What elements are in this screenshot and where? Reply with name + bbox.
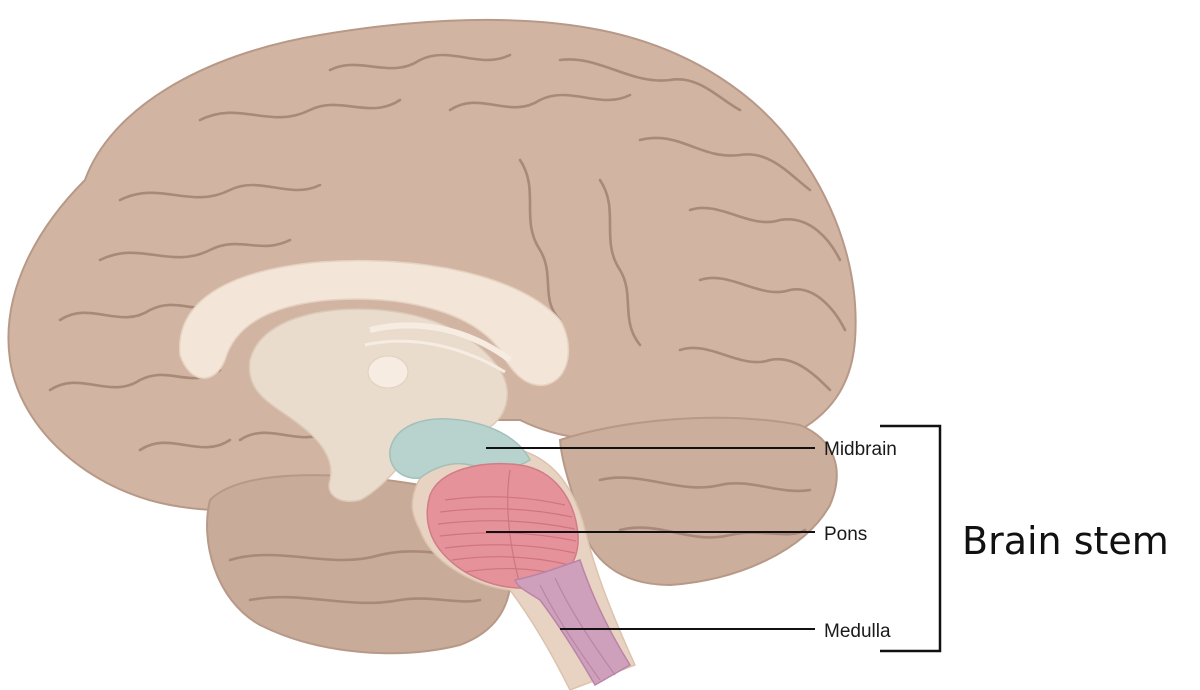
thalamus (367, 355, 409, 389)
fornix-lower (364, 339, 506, 374)
label-midbrain: Midbrain (824, 439, 897, 460)
medulla-striations (539, 577, 616, 681)
temporal-lobe (558, 416, 838, 587)
fornix (369, 322, 512, 363)
label-medulla: Medulla (824, 621, 891, 642)
corpus-callosum (179, 259, 570, 386)
brain-stem-bracket (880, 424, 942, 653)
label-pons: Pons (824, 524, 867, 545)
label-brain-stem: Brain stem (962, 519, 1169, 563)
sulci-pattern (48, 53, 847, 605)
